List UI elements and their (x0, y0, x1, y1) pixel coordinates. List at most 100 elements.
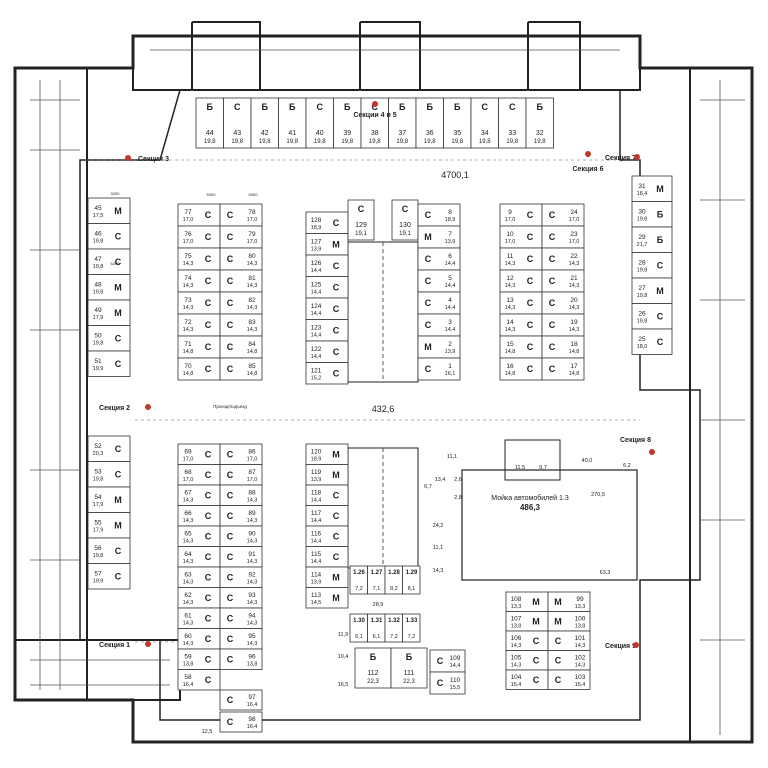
parking-spot-5[interactable]: 514,4С (417, 269, 461, 293)
parking-spot-1.26[interactable]: 1.267,2 (349, 565, 368, 595)
section-label[interactable]: Секция 1 (99, 641, 151, 649)
parking-spot-1.31[interactable]: 1.316,1 (367, 613, 386, 643)
parking-spot-2[interactable]: 213,9М (417, 335, 461, 359)
parking-spot-1.32[interactable]: 1.327,2 (384, 613, 403, 643)
parking-spot-3[interactable]: 314,4С (417, 313, 461, 337)
parking-spot-1[interactable]: 116,1С (417, 357, 461, 381)
parking-spot-8[interactable]: 818,9С (417, 203, 461, 227)
section-label[interactable]: Секция 3 (125, 155, 169, 163)
section-label[interactable]: Секции 4 и 5 (353, 101, 397, 119)
section-label[interactable]: Секция 7 (605, 154, 640, 162)
parking-spot-6[interactable]: 614,4С (417, 247, 461, 271)
section-label[interactable]: Секция 2 (99, 404, 151, 412)
parking-spot-1.30[interactable]: 1.306,1 (349, 613, 368, 643)
section-label[interactable]: Секция 6 (573, 151, 604, 173)
section-label[interactable]: Секция 8 (620, 437, 655, 455)
parking-spot-7[interactable]: 713,9М (417, 225, 461, 249)
